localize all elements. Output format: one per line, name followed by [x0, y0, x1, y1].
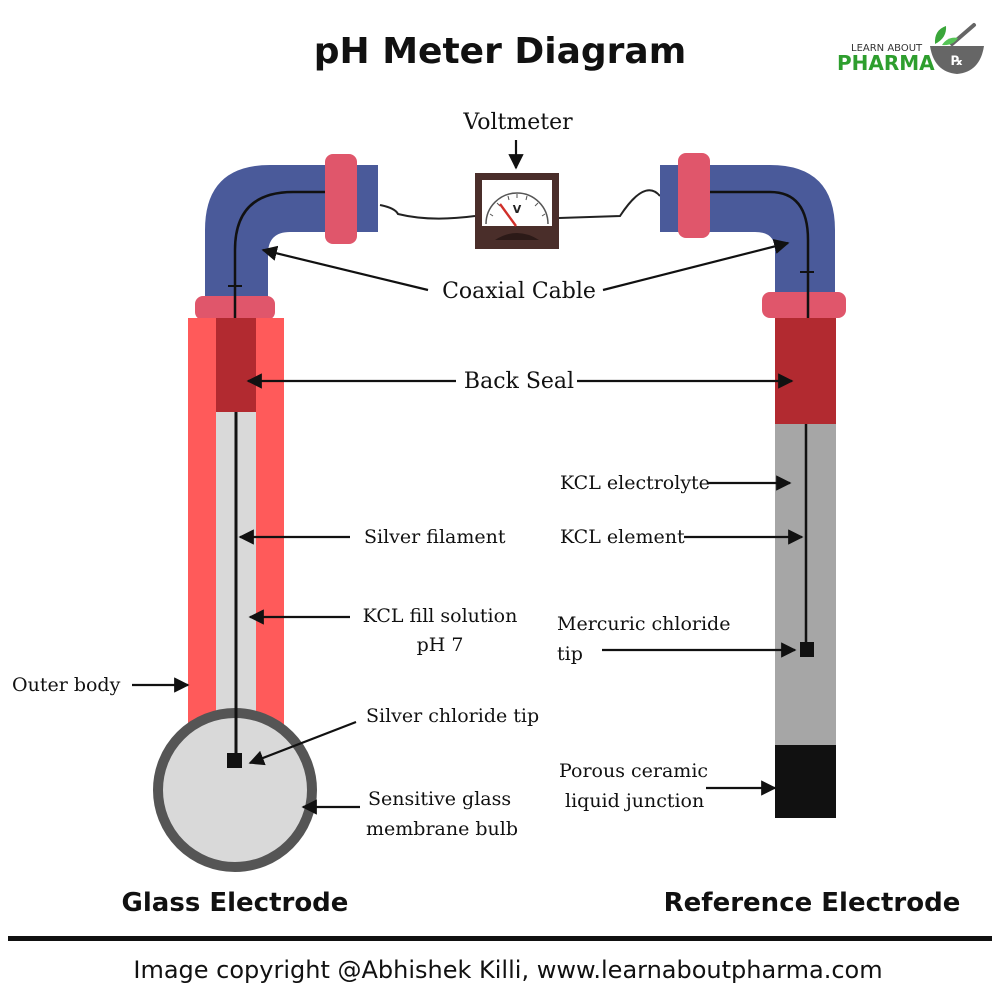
mortar-pestle-icon: ℞	[930, 23, 984, 74]
porous-label-line2: liquid junction	[565, 790, 704, 812]
mercuric-label-line1: Mercuric chloride	[557, 613, 730, 635]
mercuric-chloride-tip	[800, 642, 814, 657]
right-inner-wire	[710, 190, 810, 318]
kcl-element-label: KCL element	[560, 526, 685, 548]
mercuric-label-line2: tip	[557, 643, 583, 665]
back-seal-label: Back Seal	[464, 369, 574, 394]
silver-chloride-tip-arrow	[248, 720, 357, 766]
left-cable-connector	[325, 154, 357, 244]
logo-top-text: LEARN ABOUT	[851, 43, 923, 54]
kcl-fill-label-line2: pH 7	[417, 634, 464, 656]
footer-divider	[8, 936, 992, 941]
coaxial-cable-label: Coaxial Cable	[442, 279, 596, 304]
reference-electrode-title: Reference Electrode	[664, 888, 961, 918]
glass-bulb-label-line1: Sensitive glass	[368, 788, 511, 810]
coaxial-arrow-left	[261, 245, 429, 292]
rx-symbol: ℞	[951, 54, 963, 69]
right-cable-connector	[678, 153, 710, 238]
reference-electrode	[775, 318, 836, 818]
outer-body-label: Outer body	[12, 674, 121, 696]
kcl-fill-label-line1: KCL fill solution	[363, 605, 518, 627]
outer-body-left-wall	[188, 318, 216, 728]
left-inner-wire	[233, 190, 325, 318]
logo-bottom-text: PHARMA	[837, 51, 935, 75]
voltmeter: V	[475, 173, 559, 249]
kcl-electrolyte-label: KCL electrolyte	[560, 472, 710, 494]
silver-chloride-tip-label: Silver chloride tip	[366, 705, 539, 727]
right-wire	[558, 189, 661, 219]
reference-back-seal	[775, 318, 836, 424]
outer-body-right-wall	[256, 318, 284, 728]
voltmeter-label: Voltmeter	[462, 110, 573, 135]
porous-ceramic-junction	[775, 745, 836, 818]
glass-electrode-title: Glass Electrode	[122, 888, 349, 918]
copyright-text: Image copyright @Abhishek Killi, www.lea…	[133, 956, 882, 984]
porous-label-line1: Porous ceramic	[559, 760, 708, 782]
glass-bulb-label-line2: membrane bulb	[366, 818, 518, 840]
glass-electrode	[153, 318, 317, 872]
page-title: pH Meter Diagram	[314, 31, 686, 72]
voltmeter-unit: V	[513, 203, 522, 216]
silver-filament-label: Silver filament	[364, 526, 506, 548]
logo: ℞ LEARN ABOUT PHARMA	[837, 23, 984, 75]
coaxial-arrow-right	[602, 238, 790, 292]
silver-chloride-tip	[227, 753, 242, 768]
left-wire	[379, 204, 476, 220]
voltmeter-needle	[499, 203, 517, 227]
right-body-connector	[762, 292, 846, 318]
glass-back-seal	[216, 318, 256, 412]
